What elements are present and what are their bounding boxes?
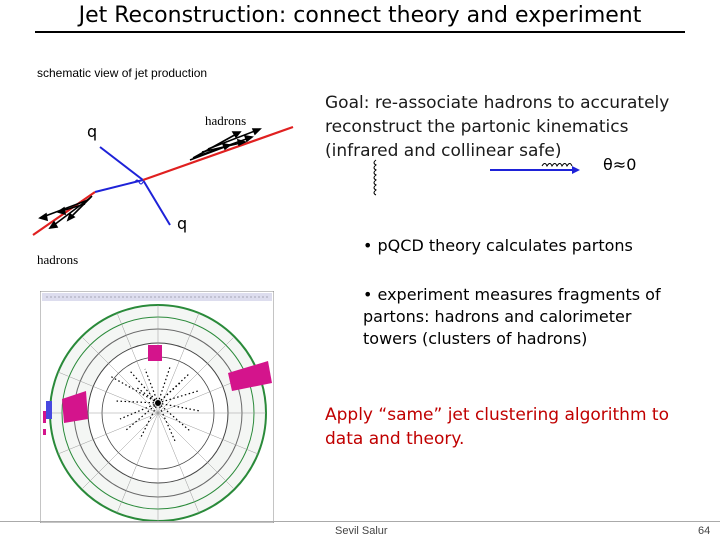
hadron-arrows-left (38, 195, 93, 230)
apply-statement: Apply “same” jet clustering algorithm to… (325, 405, 669, 449)
parton-jet-right (142, 125, 294, 182)
tower-left (62, 391, 88, 423)
schematic-caption: schematic view of jet production (37, 66, 208, 80)
footer-author: Sevil Salur (335, 525, 388, 537)
title-underline (35, 31, 685, 33)
tower-right (228, 361, 272, 391)
quark-line-top (99, 146, 144, 181)
quark-label-bottom: q (177, 214, 188, 233)
event-header-strip (42, 293, 272, 301)
footer-rule (0, 521, 720, 522)
theta-label: θ≈0 (603, 155, 637, 174)
jet-schematic (32, 125, 294, 236)
hadrons-label-bottom: hadrons (37, 252, 79, 267)
hadron-arrows-right (189, 128, 262, 161)
page-number: 64 (698, 525, 711, 537)
goal-text: Goal: re-associate hadrons to accurately… (325, 93, 670, 161)
quark-line-bottom (142, 179, 171, 226)
quark-label-top: q (87, 122, 98, 141)
collinear-diagram (373, 159, 580, 196)
tower-top (148, 345, 162, 361)
soft-gluon (373, 159, 377, 196)
slide-title: Jet Reconstruction: connect theory and e… (78, 3, 642, 28)
gluon-wiggle (134, 179, 144, 185)
event-display-image (40, 291, 274, 523)
bullet-experiment: • experiment measures fragments of parto… (363, 285, 661, 348)
collinear-gluon (541, 163, 573, 168)
hadrons-label-top: hadrons (205, 113, 247, 128)
bullet-pqcd: • pQCD theory calculates partons (363, 236, 633, 255)
quark-line-left (94, 179, 144, 193)
